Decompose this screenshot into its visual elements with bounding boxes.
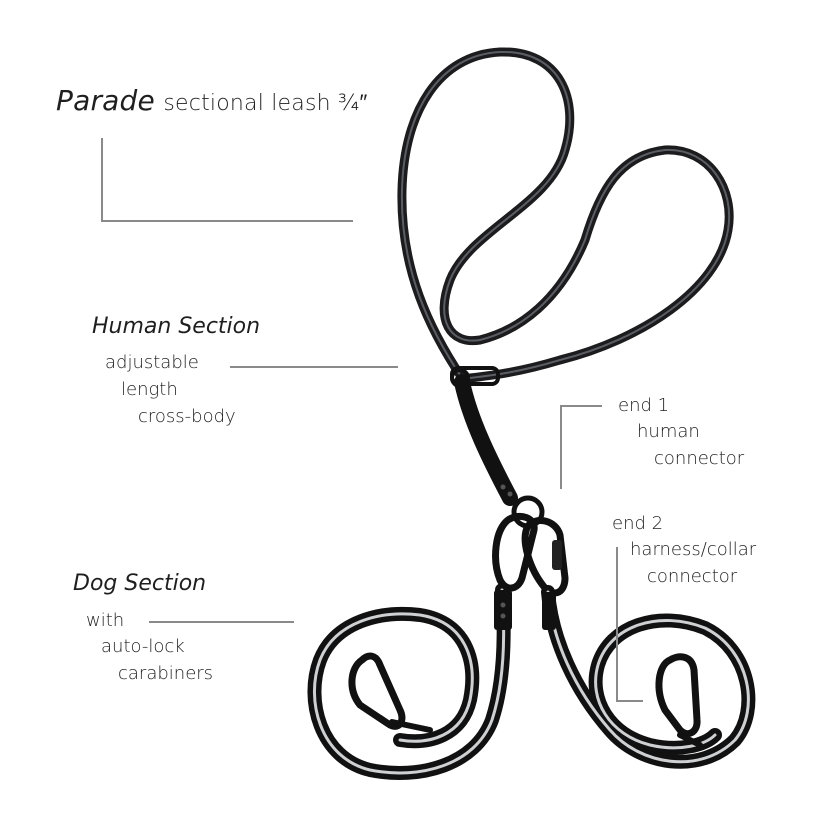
human-section-heading: Human Section xyxy=(92,314,261,339)
right-auto-lock-carabiner-icon xyxy=(655,653,701,738)
end1-line-3: connector xyxy=(654,448,745,469)
dog-section-line-3: carabiners xyxy=(118,663,214,684)
human-section-leader xyxy=(230,366,398,368)
dog-section-heading: Dog Section xyxy=(73,571,207,596)
dog-section-line-1: with xyxy=(86,610,125,631)
product-title: Parade sectional leash ¾″ xyxy=(56,84,367,117)
end1-line-1: end 1 xyxy=(618,395,670,416)
human-section-line-2: length xyxy=(121,379,178,400)
human-section-strap xyxy=(397,47,734,383)
end2-leader-vertical xyxy=(616,547,618,700)
dog-section-leader xyxy=(149,621,294,623)
human-section-line-3: cross-body xyxy=(138,406,236,427)
end2-line-1: end 2 xyxy=(612,513,664,534)
end1-line-2: human xyxy=(637,421,700,442)
human-section-line-1: adjustable xyxy=(105,352,199,373)
left-auto-lock-carabiner-icon xyxy=(348,652,406,730)
end1-leader-vertical xyxy=(560,405,562,489)
end1-leader-horizontal xyxy=(560,405,602,407)
junction-carabiner-right-icon xyxy=(521,517,569,597)
title-leader-horizontal xyxy=(101,220,353,222)
title-leader-vertical xyxy=(101,138,103,221)
junction-carabiner-left-icon xyxy=(492,512,538,592)
brand-name: Parade xyxy=(56,84,155,117)
end2-leader-horizontal xyxy=(616,700,643,702)
product-description: sectional leash ¾″ xyxy=(163,91,368,116)
end2-line-3: connector xyxy=(647,566,738,587)
dog-section-line-2: auto-lock xyxy=(101,636,185,657)
end2-line-2: harness/collar xyxy=(630,539,757,560)
connector-strap xyxy=(454,374,518,506)
